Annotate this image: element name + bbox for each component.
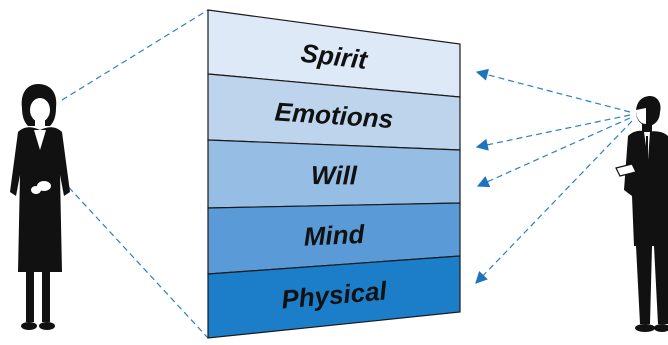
- woman-view-line-bottom: [61, 179, 209, 339]
- layer-band-physical: [207, 255, 461, 339]
- arrow-to-spirit: [475, 68, 631, 113]
- man-arrows: [475, 68, 633, 284]
- arrow-to-physical: [475, 120, 633, 284]
- woman-view-line-top: [61, 9, 209, 101]
- arrow-to-will: [476, 117, 631, 188]
- man-figure-icon: [615, 96, 668, 332]
- layer-label-will: Will: [311, 160, 358, 190]
- woman-figure-icon: [10, 84, 70, 330]
- arrow-to-emotions: [475, 114, 631, 151]
- woman-view-lines: [61, 9, 209, 339]
- layer-label-mind: Mind: [303, 219, 366, 252]
